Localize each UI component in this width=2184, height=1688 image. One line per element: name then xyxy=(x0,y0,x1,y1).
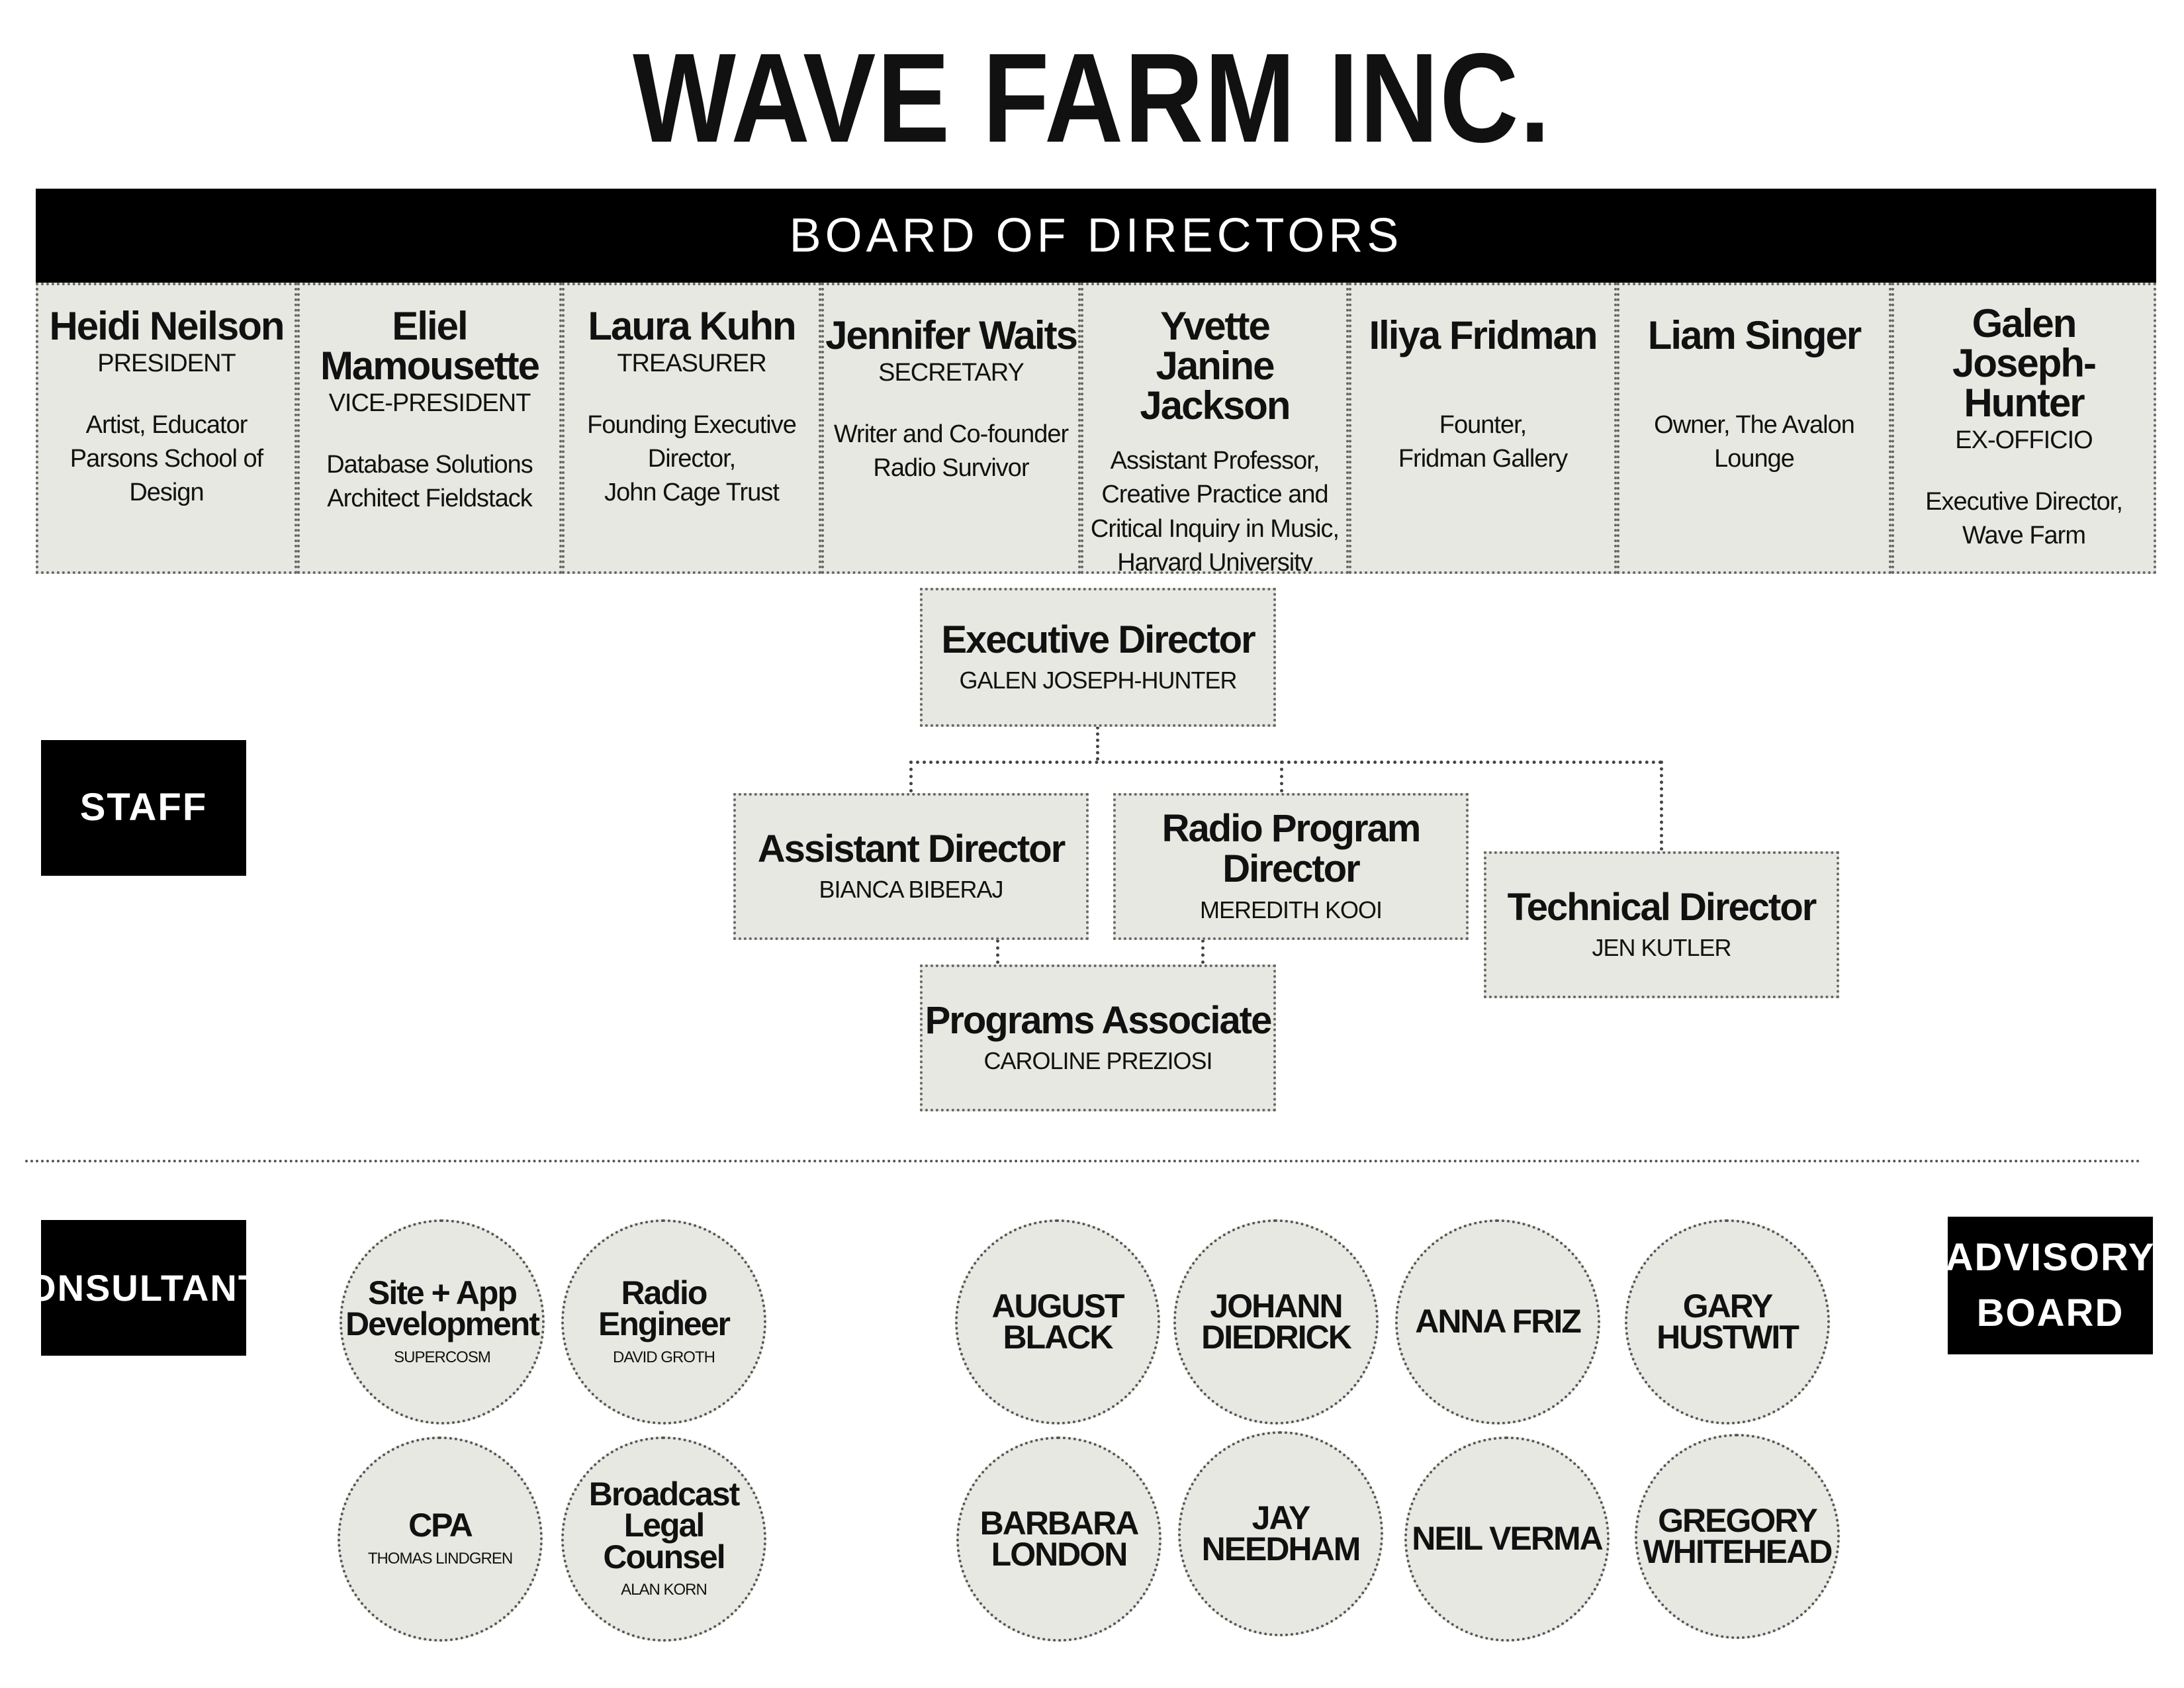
consultant-name: SUPERCOSM xyxy=(394,1348,491,1366)
member-role: TREASURER xyxy=(617,350,766,377)
member-name: Iliya Fridman xyxy=(1369,313,1598,357)
consultant-name: DAVID GROTH xyxy=(613,1348,715,1366)
board-member-liam-singer: Liam Singer Owner, The Avalon Lounge xyxy=(1617,283,1891,574)
member-name: Jennifer Waits xyxy=(825,313,1078,357)
board-member-heidi-neilson: Heidi Neilson PRESIDENT Artist, Educator… xyxy=(36,283,297,574)
board-heading: BOARD OF DIRECTORS xyxy=(789,209,1403,262)
advisory-member-name: GREGORY WHITEHEAD xyxy=(1643,1501,1833,1570)
consultants-label-text: CONSULTANTS xyxy=(0,1266,289,1309)
member-description: Writer and Co-founder Radio Survivor xyxy=(833,420,1069,482)
advisory-board-label: ADVISORY BOARD xyxy=(1945,1217,2156,1354)
board-member-jennifer-waits: Jennifer Waits SECRETARY Writer and Co-f… xyxy=(821,283,1081,574)
advisory-member: BARBARA LONDON xyxy=(956,1436,1161,1642)
member-name: Heidi Neilson xyxy=(49,304,285,348)
radio-program-director-box: Radio Program Director MEREDITH KOOI xyxy=(1113,793,1469,940)
board-of-directors-header: BOARD OF DIRECTORS xyxy=(36,189,2156,283)
advisory-member-name: BARBARA LONDON xyxy=(979,1504,1140,1573)
consultant-name: THOMAS LINDGREN xyxy=(367,1549,513,1568)
staff-label-text: STAFF xyxy=(79,786,208,829)
advisory-member: JOHANN DIEDRICK xyxy=(1173,1219,1379,1425)
board-member-iliya-fridman: Iliya Fridman Founter, Fridman Gallery xyxy=(1349,283,1617,574)
member-role: SECRETARY xyxy=(878,359,1024,387)
staff-title: Assistant Director xyxy=(757,827,1066,870)
staff-name: JEN KUTLER xyxy=(1592,934,1731,962)
page-title: WAVE FARM INC. xyxy=(633,26,1551,169)
staff-label: STAFF xyxy=(41,740,246,876)
programs-associate-box: Programs Associate CAROLINE PREZIOSI xyxy=(920,964,1276,1111)
member-description: Assistant Professor, Creative Practice a… xyxy=(1090,447,1340,574)
consultant-cpa: CPA THOMAS LINDGREN xyxy=(338,1436,543,1642)
board-member-laura-kuhn: Laura Kuhn TREASURER Founding Executive … xyxy=(562,283,821,574)
staff-title: Programs Associate xyxy=(925,998,1273,1042)
advisory-member: AUGUST BLACK xyxy=(955,1219,1160,1425)
member-name: Eliel Mamousette xyxy=(320,304,540,388)
consultant-title: Radio Engineer xyxy=(598,1274,731,1342)
consultant-title: CPA xyxy=(408,1507,473,1544)
staff-title: Radio Program Director xyxy=(1161,807,1422,890)
staff-name: MEREDITH KOOI xyxy=(1199,896,1383,923)
executive-director-box: Executive Director GALEN JOSEPH-HUNTER xyxy=(920,588,1276,727)
board-member-yvette-janine-jackson: Yvette Janine Jackson Assistant Professo… xyxy=(1081,283,1349,574)
consultant-title: Site + App Development xyxy=(345,1274,540,1342)
staff-name: CAROLINE PREZIOSI xyxy=(983,1047,1212,1075)
consultant-name: ALAN KORN xyxy=(621,1581,707,1599)
advisory-member: JAY NEEDHAM xyxy=(1178,1431,1383,1636)
connector-line xyxy=(909,761,1662,764)
member-description: Executive Director, Wave Farm xyxy=(1925,487,2123,549)
connector-line xyxy=(909,761,913,792)
board-members-row: Heidi Neilson PRESIDENT Artist, Educator… xyxy=(36,283,2156,574)
staff-title: Technical Director xyxy=(1507,885,1817,929)
advisory-member: ANNA FRIZ xyxy=(1395,1219,1600,1425)
board-member-eliel-mamousette: Eliel Mamousette VICE-PRESIDENT Database… xyxy=(297,283,562,574)
board-member-galen-joseph-hunter: Galen Joseph-Hunter EX-OFFICIO Executive… xyxy=(1891,283,2156,574)
member-name: Galen Joseph-Hunter xyxy=(1952,301,2097,425)
advisory-member: NEIL VERMA xyxy=(1404,1436,1610,1642)
connector-line xyxy=(1660,761,1663,851)
section-divider xyxy=(25,1160,2142,1162)
member-name: Laura Kuhn xyxy=(588,304,796,348)
member-name: Yvette Janine Jackson xyxy=(1140,304,1291,428)
technical-director-box: Technical Director JEN KUTLER xyxy=(1484,851,1839,998)
member-description: Artist, Educator Parsons School of Desig… xyxy=(69,410,263,507)
consultant-broadcast-legal-counsel: Broadcast Legal Counsel ALAN KORN xyxy=(561,1436,766,1642)
consultant-title: Broadcast Legal Counsel xyxy=(588,1475,741,1575)
connector-line xyxy=(1096,726,1099,761)
member-role: PRESIDENT xyxy=(97,350,236,377)
consultant-site-app-development: Site + App Development SUPERCOSM xyxy=(340,1219,545,1425)
member-description: Database Solutions Architect Fieldstack xyxy=(326,450,533,512)
advisory-member-name: GARY HUSTWIT xyxy=(1657,1287,1799,1356)
staff-name: BIANCA BIBERAJ xyxy=(819,876,1003,904)
advisory-member: GARY HUSTWIT xyxy=(1625,1219,1830,1425)
member-role: EX-OFFICIO xyxy=(1955,426,2093,454)
advisory-board-label-text: ADVISORY BOARD xyxy=(1945,1235,2156,1335)
staff-name: GALEN JOSEPH-HUNTER xyxy=(959,667,1237,694)
staff-title: Executive Director xyxy=(941,618,1255,661)
member-description: Founter, Fridman Gallery xyxy=(1398,411,1568,473)
consultant-radio-engineer: Radio Engineer DAVID GROTH xyxy=(561,1219,766,1425)
assistant-director-box: Assistant Director BIANCA BIBERAJ xyxy=(733,793,1089,940)
advisory-member-name: NEIL VERMA xyxy=(1412,1520,1603,1558)
advisory-member-name: AUGUST BLACK xyxy=(991,1287,1124,1356)
advisory-member-name: JOHANN DIEDRICK xyxy=(1201,1287,1352,1356)
connector-line xyxy=(1201,939,1205,964)
consultants-label: CONSULTANTS xyxy=(0,1220,287,1356)
member-name: Liam Singer xyxy=(1647,313,1862,357)
advisory-member-name: JAY NEEDHAM xyxy=(1201,1499,1361,1568)
connector-line xyxy=(996,939,999,964)
member-role: VICE-PRESIDENT xyxy=(328,389,531,417)
member-description: Owner, The Avalon Lounge xyxy=(1654,411,1855,473)
advisory-member-name: ANNA FRIZ xyxy=(1415,1303,1582,1340)
advisory-member: GREGORY WHITEHEAD xyxy=(1635,1434,1840,1639)
member-description: Founding Executive Director, John Cage T… xyxy=(587,410,797,507)
connector-line xyxy=(1280,761,1283,792)
